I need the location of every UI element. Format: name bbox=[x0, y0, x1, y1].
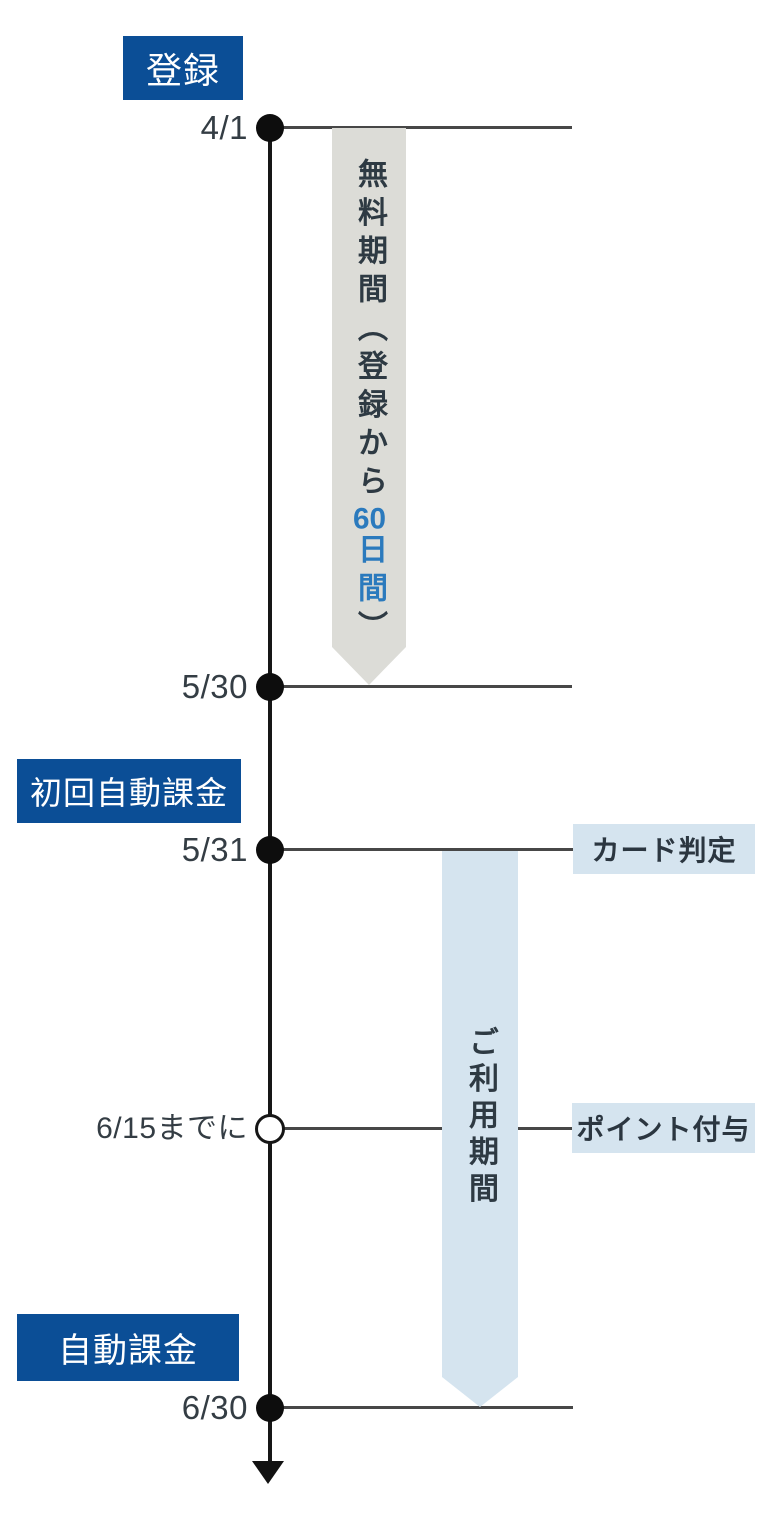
first-auto-billing-stage-box: 初回自動課金 bbox=[17, 759, 241, 823]
free-period-number-suffix: 日間 bbox=[353, 533, 386, 611]
event-date-5-31: 5/31 bbox=[181, 831, 248, 868]
free-period-band: 無料期間（登録から60日間） bbox=[332, 128, 406, 685]
event-date-6-30: 6/30 bbox=[181, 1389, 248, 1426]
event-marker-5-30-filled-dot bbox=[256, 673, 284, 701]
free-period-number: 60 bbox=[353, 503, 386, 534]
usage-period-band-text: ご利用期間 bbox=[464, 1025, 497, 1209]
event-connector-line-5-31 bbox=[270, 848, 573, 851]
point-grant-tag: ポイント付与 bbox=[572, 1103, 755, 1153]
event-date-6-15: 6/15までに bbox=[96, 1112, 248, 1145]
free-period-text-before: 無料期間（登録から bbox=[353, 158, 386, 504]
registration-stage-box: 登録 bbox=[123, 36, 243, 100]
event-date-4-1: 4/1 bbox=[200, 109, 248, 146]
event-marker-6-15-open-dot bbox=[255, 1114, 285, 1144]
event-marker-6-30-filled-dot bbox=[256, 1394, 284, 1422]
timeline-axis-line bbox=[268, 128, 272, 1462]
event-date-5-30: 5/30 bbox=[181, 668, 248, 705]
event-marker-4-1-filled-dot bbox=[256, 114, 284, 142]
card-judgement-tag: カード判定 bbox=[573, 824, 755, 874]
free-period-text-after: ） bbox=[353, 610, 386, 649]
event-connector-line-4-1 bbox=[270, 126, 572, 129]
timeline-arrowhead-icon bbox=[252, 1461, 284, 1484]
first-auto-billing-stage-label: 初回自動課金 bbox=[29, 775, 228, 811]
auto-billing-stage-box: 自動課金 bbox=[17, 1314, 239, 1381]
event-marker-5-31-filled-dot bbox=[256, 836, 284, 864]
free-period-band-text: 無料期間（登録から60日間） bbox=[354, 158, 384, 685]
auto-billing-stage-label: 自動課金 bbox=[58, 1332, 198, 1370]
event-connector-line-5-30 bbox=[270, 685, 572, 688]
registration-stage-label: 登録 bbox=[145, 50, 220, 91]
usage-period-band: ご利用期間 bbox=[442, 851, 518, 1407]
event-connector-line-6-30 bbox=[270, 1406, 573, 1409]
event-connector-line-6-15 bbox=[270, 1127, 573, 1130]
